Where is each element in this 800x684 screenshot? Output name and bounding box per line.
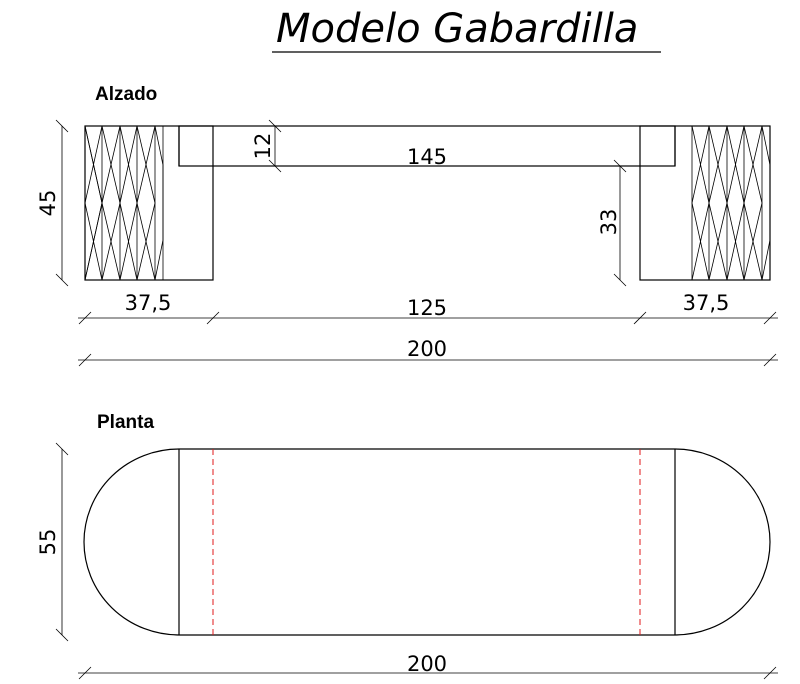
right-leg-block: [639, 125, 771, 281]
svg-text:33: 33: [597, 209, 621, 236]
svg-text:200: 200: [407, 337, 447, 361]
dim-leg-height: 33: [597, 159, 627, 287]
planta-plan-view: 55 200: [36, 442, 778, 680]
svg-text:125: 125: [407, 296, 447, 320]
left-leg-block: [84, 125, 214, 281]
alzado-elevation: 45 12 145 33 37,5 125 37,5: [36, 119, 778, 367]
svg-text:37,5: 37,5: [683, 291, 730, 315]
svg-text:55: 55: [36, 529, 60, 556]
dim-top-thickness: 12: [251, 119, 282, 173]
svg-text:37,5: 37,5: [125, 291, 172, 315]
dim-overall-length: 200: [78, 337, 778, 367]
svg-text:45: 45: [36, 190, 60, 217]
drawing-title: Modelo Gabardilla: [276, 6, 638, 52]
plan-outline: [83, 448, 771, 636]
dim-depth: 55: [36, 442, 69, 642]
dim-plan-overall-length: 200: [78, 652, 778, 680]
svg-text:200: 200: [407, 652, 447, 676]
planta-label: Planta: [97, 412, 154, 433]
dim-top-length: 145: [407, 145, 447, 169]
alzado-label: Alzado: [95, 84, 157, 105]
svg-text:12: 12: [251, 133, 275, 160]
right-hatch-pattern: [691, 125, 771, 281]
dim-chain-widths: 37,5 125 37,5: [78, 291, 778, 325]
dim-height-total: 45: [36, 119, 69, 287]
left-hatch-pattern: [84, 125, 164, 281]
